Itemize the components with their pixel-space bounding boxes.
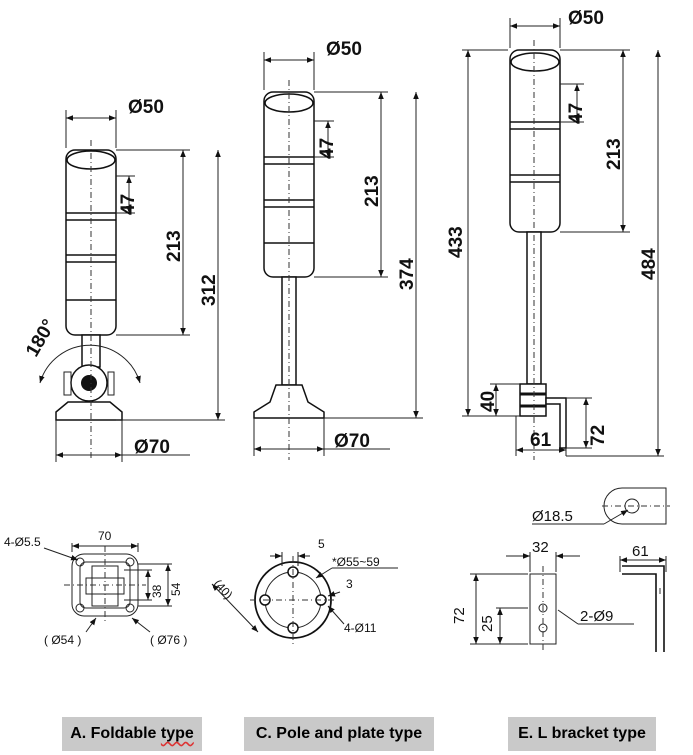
foldable-base-dim-54: 54 [169,582,183,596]
caption-pole-text: C. Pole and plate type [255,725,423,742]
foldable-rotation-label: 180° [22,316,60,361]
pole-total-height-dim: 374 [397,258,418,290]
foldable-base-dim-38: 38 [150,584,164,598]
foldable-base-circle-54: ( Ø54 ) [44,633,81,647]
l-bracket-detail: Ø18.5 32 72 25 2-Ø9 61 [451,487,670,652]
plate-dim-3: 3 [346,577,353,591]
foldable-lamp-height-dim: 213 [164,230,185,262]
bracket-dim-40: 40 [478,391,499,412]
bracket-height-433: 433 [446,226,467,258]
caption-foldable-type: A. Foldable type [62,717,202,751]
bracket-segment-dim: 47 [566,103,587,124]
plate-dim-40: (40) [211,577,236,602]
foldable-top-diameter: Ø50 [128,97,164,118]
bracket-holes: 2-Ø9 [580,608,613,625]
bracket-top-diameter: Ø50 [568,8,604,29]
foldable-type-view: 180° Ø50 47 213 312 Ø70 [22,97,225,462]
plate-pcd: *Ø55~59 [332,555,380,569]
bracket-height-72: 72 [451,607,468,624]
foldable-total-height-dim: 312 [199,274,220,306]
bracket-lamp-cap [510,52,560,72]
bracket-dim-61: 61 [530,430,552,451]
plate-holes: 4-Ø11 [344,621,377,635]
pole-segment-dim: 47 [317,138,338,159]
caption-bracket-text: E. L bracket type [518,725,646,742]
foldable-base-diameter: Ø70 [134,437,170,458]
bracket-lamp-height-dim: 213 [604,138,625,170]
pole-base-diameter: Ø70 [334,431,370,452]
bracket-width-61: 61 [632,543,649,560]
bracket-height-25: 25 [479,615,496,632]
bracket-tab-outline [603,487,667,525]
foldable-segment-dim: 47 [118,194,139,215]
bracket-width-32: 32 [532,539,549,556]
foldable-base-circle-76: ( Ø76 ) [150,633,187,647]
bracket-hole-diameter: Ø18.5 [532,508,573,525]
plate-dim-5: 5 [318,537,325,551]
bracket-height-484: 484 [639,248,660,280]
foldable-base-plate [55,401,123,421]
bracket-dim-72: 72 [588,425,609,446]
caption-pole-type: C. Pole and plate type [244,717,434,751]
caption-foldable-prefix: A. Foldable [70,725,161,742]
caption-bracket-type: E. L bracket type [508,717,656,751]
plate-detail: 5 *Ø55~59 3 4-Ø11 (40) [211,537,398,644]
bracket-type-view: Ø50 47 213 433 484 40 72 61 [446,8,664,460]
foldable-base-width: 70 [98,529,112,543]
bracket-lamp-body [509,49,561,233]
foldable-base-detail: 70 4-Ø5.5 38 54 ( Ø54 ) ( Ø76 ) [4,529,187,647]
caption-foldable-word: type [160,725,194,742]
pole-top-diameter: Ø50 [326,39,362,60]
foldable-base-holes: 4-Ø5.5 [4,535,41,549]
bracket-nut [519,383,547,417]
foldable-lamp-body [65,149,117,336]
pole-type-view: Ø50 47 213 374 Ø70 [253,39,423,460]
pole-lamp-height-dim: 213 [362,175,383,207]
bracket-side-profile [622,565,665,652]
